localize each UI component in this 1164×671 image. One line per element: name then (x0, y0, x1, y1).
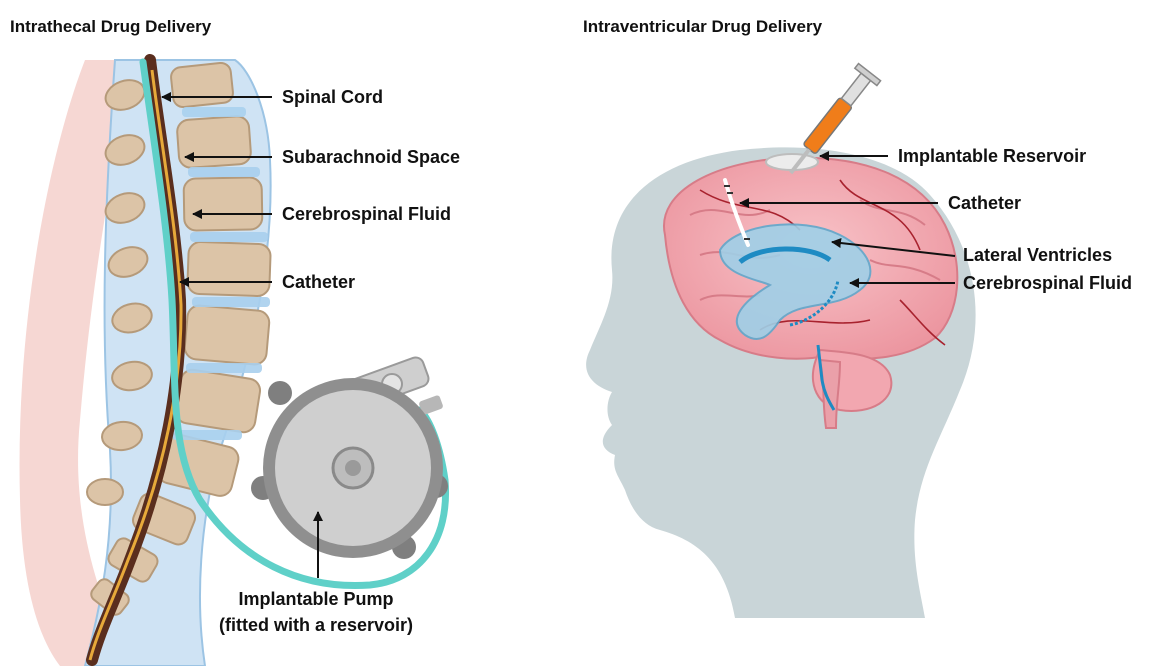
label-spinal-cord: Spinal Cord (282, 87, 383, 107)
implantable-pump (251, 355, 448, 559)
label-catheter-right: Catheter (948, 193, 1021, 213)
label-cerebrospinal-fluid-left: Cerebrospinal Fluid (282, 204, 451, 224)
label-cerebrospinal-fluid-right: Cerebrospinal Fluid (963, 273, 1132, 293)
intraventricular-panel: Intraventricular Drug Delivery (583, 17, 1132, 618)
intrathecal-title: Intrathecal Drug Delivery (10, 17, 212, 36)
label-catheter-left: Catheter (282, 272, 355, 292)
intraventricular-title: Intraventricular Drug Delivery (583, 17, 823, 36)
label-implantable-reservoir: Implantable Reservoir (898, 146, 1086, 166)
label-subarachnoid-space: Subarachnoid Space (282, 147, 460, 167)
implantable-reservoir (766, 154, 818, 170)
label-pump-reservoir-note: (fitted with a reservoir) (219, 615, 413, 635)
label-lateral-ventricles: Lateral Ventricles (963, 245, 1112, 265)
label-implantable-pump: Implantable Pump (238, 589, 393, 609)
intrathecal-panel: Intrathecal Drug Delivery (10, 17, 460, 666)
